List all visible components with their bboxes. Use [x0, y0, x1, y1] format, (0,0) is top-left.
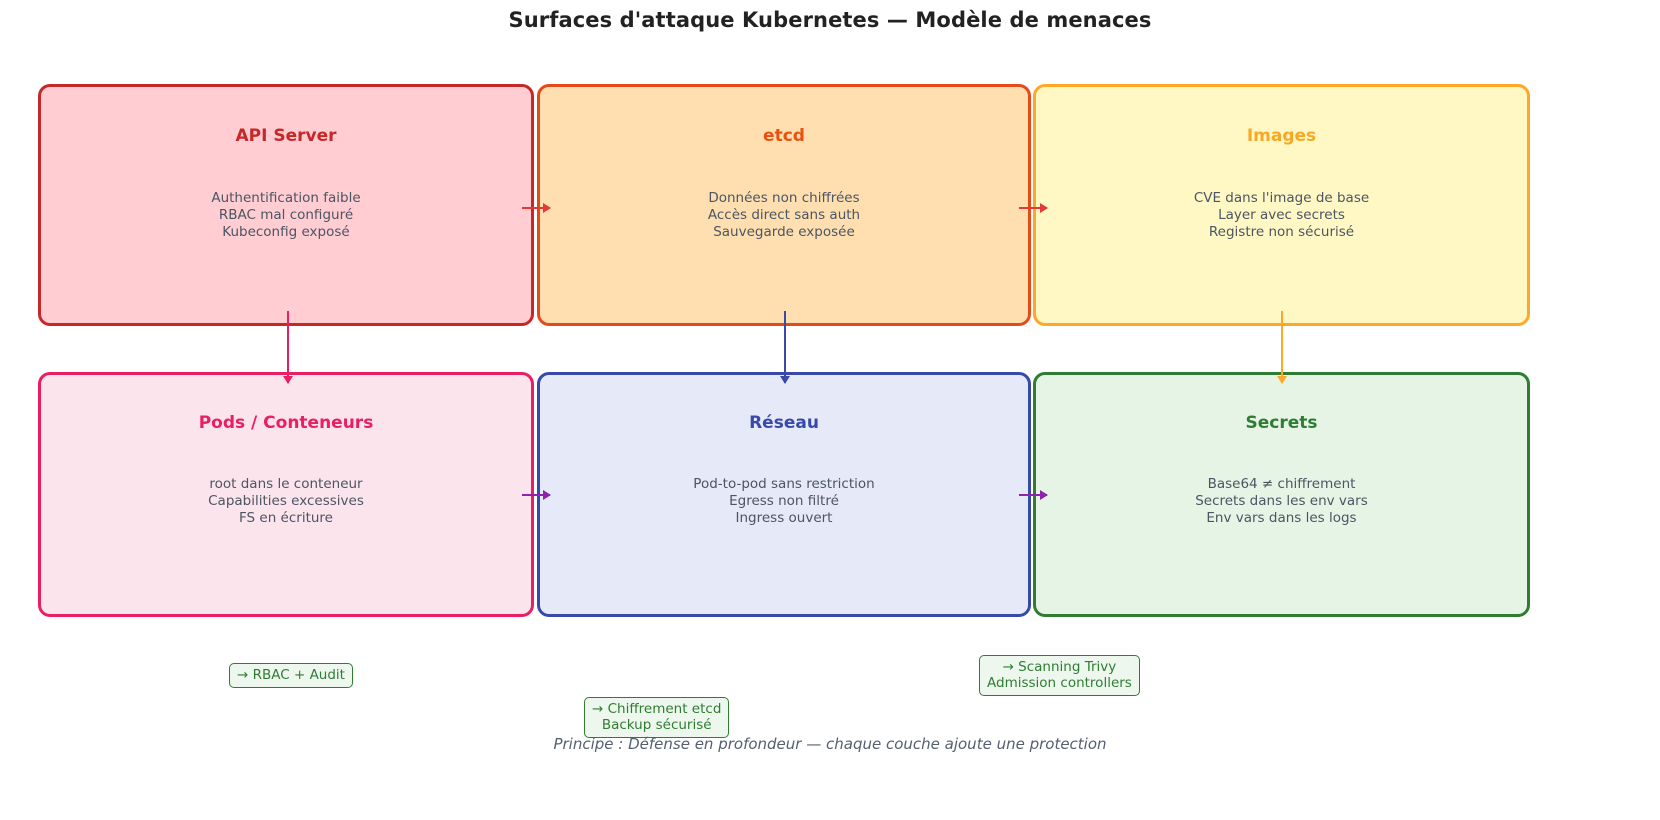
box-title-etcd: etcd — [763, 126, 805, 146]
box-item: FS en écriture — [239, 510, 333, 527]
box-item: root dans le conteneur — [209, 476, 363, 492]
mitigation-line: → Scanning Trivy — [1002, 659, 1117, 675]
surface-box-reseau[interactable]: Réseau Pod-to-pod sans restriction Egres… — [537, 372, 1031, 617]
box-items-etcd: Données non chiffrées Accès direct sans … — [540, 190, 1028, 242]
mitigation-chiffrement-etcd[interactable]: → Chiffrement etcd Backup sécurisé — [584, 697, 730, 738]
box-item: Base64 ≠ chiffrement — [1207, 476, 1356, 492]
arrow-head — [543, 203, 551, 213]
box-item: CVE dans l'image de base — [1193, 190, 1370, 206]
arrow-shaft — [1280, 311, 1284, 383]
box-item: Accès direct sans auth — [707, 207, 861, 224]
mitigation-line: → Chiffrement etcd — [592, 701, 722, 717]
box-title-images: Images — [1246, 126, 1317, 146]
arrow-head — [1277, 376, 1287, 384]
box-item: Données non chiffrées — [708, 190, 860, 206]
box-item: Egress non filtré — [729, 493, 839, 510]
box-item: Pod-to-pod sans restriction — [693, 476, 875, 492]
box-title-secrets: Secrets — [1245, 413, 1318, 433]
arrow-head — [1040, 203, 1048, 213]
surface-box-api-server[interactable]: API Server Authentification faible RBAC … — [38, 84, 534, 326]
arrow-head — [283, 376, 293, 384]
box-item: Registre non sécurisé — [1208, 224, 1355, 241]
mitigation-rbac-audit[interactable]: → RBAC + Audit — [229, 663, 353, 688]
mitigation-line: Backup sécurisé — [601, 717, 712, 733]
arrow-shaft — [783, 311, 787, 383]
box-item: Secrets dans les env vars — [1195, 493, 1368, 510]
box-item: Ingress ouvert — [735, 510, 833, 527]
box-items-images: CVE dans l'image de base Layer avec secr… — [1036, 190, 1527, 242]
box-items-secrets: Base64 ≠ chiffrement Secrets dans les en… — [1036, 476, 1527, 528]
box-items-pods-conteneurs: root dans le conteneur Capabilities exce… — [41, 476, 531, 528]
box-item: Kubeconfig exposé — [222, 224, 350, 241]
arrow-shaft — [1019, 206, 1047, 210]
surface-box-secrets[interactable]: Secrets Base64 ≠ chiffrement Secrets dan… — [1033, 372, 1530, 617]
surface-box-pods-conteneurs[interactable]: Pods / Conteneurs root dans le conteneur… — [38, 372, 534, 617]
arrow-shaft — [1019, 493, 1047, 497]
arrow-reseau-to-secrets — [1019, 487, 1048, 503]
mitigation-line: → RBAC + Audit — [237, 667, 345, 683]
box-items-reseau: Pod-to-pod sans restriction Egress non f… — [540, 476, 1028, 528]
box-item: Authentification faible — [211, 190, 361, 206]
box-title-pods-conteneurs: Pods / Conteneurs — [198, 413, 374, 433]
arrow-api-server-to-pods — [280, 311, 296, 384]
mitigation-line: Admission controllers — [987, 675, 1132, 691]
arrow-shaft — [286, 311, 290, 383]
arrow-head — [1040, 490, 1048, 500]
arrow-api-server-to-etcd — [522, 200, 551, 216]
arrow-etcd-to-images — [1019, 200, 1048, 216]
page-title: Surfaces d'attaque Kubernetes — Modèle d… — [508, 8, 1152, 32]
box-item: Sauvegarde exposée — [713, 224, 855, 241]
mitigation-scanning-trivy[interactable]: → Scanning Trivy Admission controllers — [979, 655, 1140, 696]
arrow-head — [780, 376, 790, 384]
arrow-pods-to-reseau — [522, 487, 551, 503]
surface-box-images[interactable]: Images CVE dans l'image de base Layer av… — [1033, 84, 1530, 326]
arrow-shaft — [522, 493, 550, 497]
box-items-api-server: Authentification faible RBAC mal configu… — [41, 190, 531, 242]
box-item: Capabilities excessives — [208, 493, 364, 510]
arrow-shaft — [522, 206, 550, 210]
box-item: RBAC mal configuré — [218, 207, 354, 224]
arrow-images-to-secrets — [1274, 311, 1290, 384]
box-item: Layer avec secrets — [1218, 207, 1345, 224]
arrow-head — [543, 490, 551, 500]
box-title-api-server: API Server — [235, 126, 337, 146]
box-title-reseau: Réseau — [749, 413, 819, 433]
arrow-etcd-to-reseau — [777, 311, 793, 384]
surface-box-etcd[interactable]: etcd Données non chiffrées Accès direct … — [537, 84, 1031, 326]
footer-note: Principe : Défense en profondeur — chaqu… — [553, 735, 1107, 753]
box-item: Env vars dans les logs — [1206, 510, 1357, 527]
